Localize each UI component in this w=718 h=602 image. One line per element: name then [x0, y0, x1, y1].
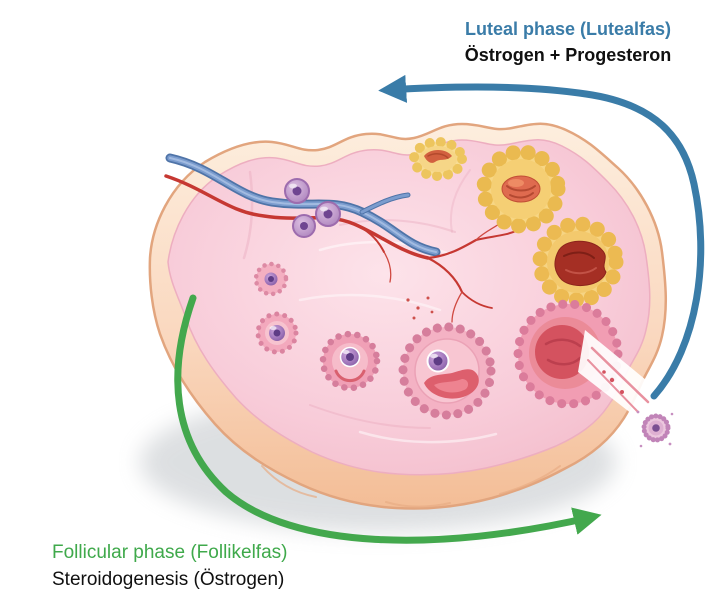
ovulating-follicle-icon: [513, 299, 668, 428]
primary-follicle-large-icon: [255, 311, 299, 355]
corpus-hemorrhagicum-icon: [532, 216, 624, 308]
released-oocyte-icon: [636, 410, 674, 448]
primary-follicle-icon: [253, 261, 289, 297]
antral-follicle-icon: [398, 322, 496, 420]
corpus-albicans-icon: [409, 137, 467, 181]
luteal-phase-title: Luteal phase (Lutealfas): [464, 19, 672, 39]
luteal-phase-label: Luteal phase (Lutealfas) Östrogen + Prog…: [412, 16, 718, 68]
follicular-phase-title: Follicular phase (Follikelfas): [52, 542, 288, 563]
luteal-arrow: [378, 74, 705, 400]
follicular-arrow: [174, 294, 602, 544]
luteal-hormones-text: Östrogen + Progesteron: [464, 45, 672, 65]
follicular-hormones-text: Steroidogenesis (Östrogen): [52, 569, 285, 590]
corpus-luteum-icon: [476, 144, 566, 234]
secondary-follicle-icon: [319, 330, 381, 392]
primordial-follicles-icon: [284, 178, 341, 238]
cortex-creases: [261, 465, 561, 508]
follicular-phase-label: Follicular phase (Follikelfas) Steroidog…: [52, 539, 392, 593]
